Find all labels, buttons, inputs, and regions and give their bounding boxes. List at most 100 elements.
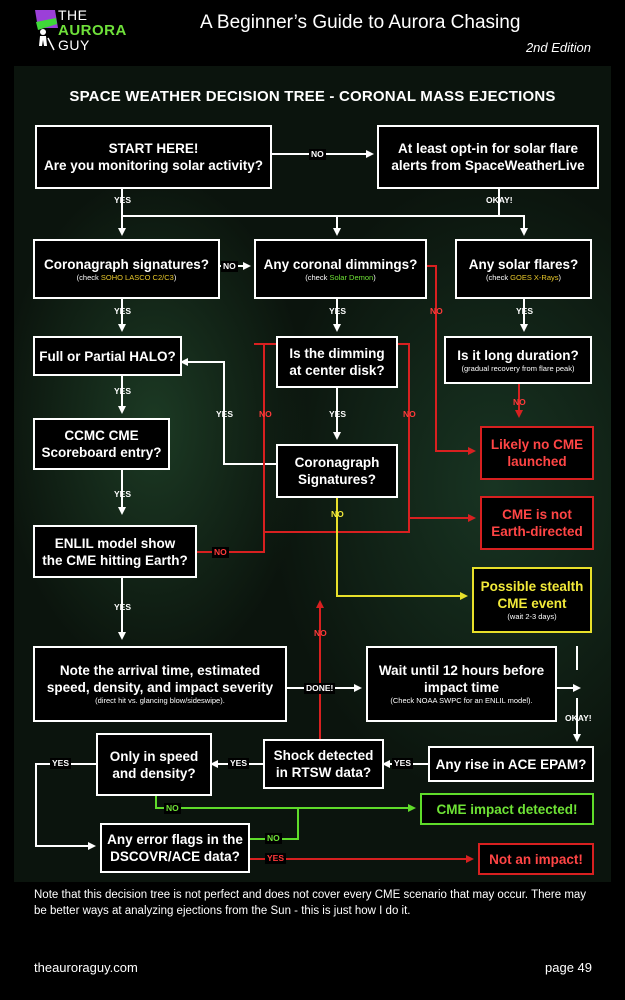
node-possible-stealth-cme: Possible stealth CME event (wait 2-3 day… [472, 567, 592, 633]
node-enlil-line1: ENLIL model show [54, 535, 176, 551]
node-coronagraph-signatures: Coronagraph signatures? (check SOHO LASC… [33, 239, 220, 299]
edge-label-ccmc-yes: YES [114, 489, 132, 499]
node-dimmings-sub: (check Solar Demon) [305, 273, 375, 283]
node-shock-line2: in RTSW data? [275, 765, 372, 780]
edge-label-wait-okay: OKAY! [565, 713, 592, 723]
solar-demon-link: Solar Demon [329, 272, 374, 282]
node-ccmc-line1: CCMC CME [64, 428, 139, 443]
node-coro2-line2: Signatures? [297, 472, 376, 487]
edge-label-flags-no: NO [265, 833, 282, 844]
node-coronagraph-signatures-2: Coronagraph Signatures? [276, 444, 398, 498]
edge-label-coronagraph-no: NO [221, 261, 238, 272]
logo-aurora: AURORA [58, 22, 127, 39]
node-not-earth-directed: CME is not Earth-directed [480, 496, 594, 550]
node-only-speed-density: Only in speed and density? [96, 733, 212, 796]
node-notimpact-text: Not an impact! [489, 851, 583, 867]
edge-label-coro2-yes: YES [216, 409, 234, 419]
logo-the: THE [58, 7, 88, 23]
edge-label-enlil-yes: YES [114, 602, 132, 612]
node-likely-no-cme: Likely no CME launched [480, 426, 594, 480]
node-flags-line2: DSCOVR/ACE data? [110, 849, 240, 864]
node-wait-12-hours: Wait until 12 hours before impact time (… [366, 646, 557, 722]
node-halo-text: Full or Partial HALO? [39, 348, 176, 364]
node-start-line1: START HERE! [108, 141, 199, 156]
edge-label-center-yes: YES [329, 409, 347, 419]
edge-label-start-no: NO [309, 149, 326, 160]
sub-prefix: (check [76, 272, 101, 282]
edge-label-flags-yes: YES [265, 853, 287, 864]
edge-label-enlil-no: NO [212, 547, 229, 558]
node-center-line1: Is the dimming [289, 346, 385, 361]
node-coro2-line1: Coronagraph [294, 455, 380, 470]
node-long-sub: (gradual recovery from flare peak) [461, 363, 575, 373]
node-nocme-line2: launched [507, 454, 567, 469]
node-error-flags: Any error flags in the DSCOVR/ACE data? [100, 823, 250, 873]
sub-suffix: ) [173, 272, 177, 282]
node-not-an-impact: Not an impact! [478, 843, 594, 875]
node-coronagraph-sub: (check SOHO LASCO C2/C3) [77, 273, 177, 283]
diagram-title: SPACE WEATHER DECISION TREE - CORONAL MA… [69, 88, 556, 105]
node-shock-line1: Shock detected [273, 748, 374, 763]
disclaimer-note: Note that this decision tree is not perf… [34, 889, 587, 917]
footer-page-number: page 49 [545, 960, 592, 975]
sub-prefix: (check [305, 272, 330, 282]
footer-website: theauroraguy.com [34, 960, 138, 975]
edge-label-coro2-no: NO [331, 509, 344, 519]
edge-label-shock-no: NO [314, 628, 327, 638]
node-coronagraph-text: Coronagraph signatures? [43, 256, 210, 272]
edge-label-center-no: NO [403, 409, 416, 419]
edge-label-start-yes: YES [114, 195, 132, 205]
sub-prefix: (check [485, 272, 511, 282]
node-notearth-line1: CME is not [502, 507, 572, 522]
logo-guy: GUY [58, 37, 90, 53]
node-note-sub: (direct hit vs. glancing blow/sideswipe)… [95, 696, 225, 705]
edge-label-optin-okay: OKAY! [486, 195, 513, 205]
node-enlil-model: ENLIL model show the CME hitting Earth? [33, 525, 197, 578]
goes-xrays-link: GOES X-Rays [510, 272, 559, 282]
node-long-duration: Is it long duration? (gradual recovery f… [444, 336, 592, 384]
node-enlil-line2: the CME hitting Earth? [42, 552, 188, 568]
node-wait-sub: (Check NOAA SWPC for an ENLIL model). [390, 696, 533, 705]
node-flags-line1: Any error flags in the [107, 832, 243, 847]
decision-tree-panel: SPACE WEATHER DECISION TREE - CORONAL MA… [14, 66, 611, 882]
node-speed-line2: and density? [112, 765, 196, 781]
node-speed-line1: Only in speed [109, 748, 199, 764]
edge-label-flares-yes: YES [516, 306, 534, 316]
soho-lasco-link: SOHO LASCO C2/C3 [100, 272, 174, 282]
node-stealth-line2: CME event [497, 596, 567, 611]
node-shock-detected: Shock detected in RTSW data? [263, 739, 384, 789]
node-wait-line1: Wait until 12 hours before [378, 663, 545, 678]
connector-lines [35, 150, 581, 863]
node-coronal-dimmings: Any coronal dimmings? (check Solar Demon… [254, 239, 427, 299]
sub-suffix: ) [558, 272, 562, 282]
node-opt-in-alerts: At least opt-in for solar flare alerts f… [377, 125, 599, 189]
node-stealth-line1: Possible stealth [480, 579, 584, 594]
edge-label-epam-yes: YES [392, 758, 414, 769]
node-flares-text: Any solar flares? [468, 256, 579, 272]
node-ccmc-line2: Scoreboard entry? [41, 445, 162, 460]
node-ccmc-scoreboard: CCMC CME Scoreboard entry? [33, 418, 170, 470]
edge-label-dimmings-yes: YES [329, 306, 347, 316]
node-center-line2: at center disk? [289, 363, 385, 378]
node-cme-impact-detected: CME impact detected! [420, 793, 594, 825]
node-flares-sub: (check GOES X-Rays) [486, 273, 561, 283]
node-wait-line2: impact time [423, 680, 500, 695]
node-ace-epam-rise: Any rise in ACE EPAM? [428, 746, 594, 782]
node-note-line1: Note the arrival time, estimated [59, 663, 261, 678]
node-solar-flares: Any solar flares? (check GOES X-Rays) [455, 239, 592, 299]
edge-label-shock-yes: YES [228, 758, 250, 769]
node-start-here: START HERE! Are you monitoring solar act… [35, 125, 272, 189]
edge-label-speed-yes: YES [50, 758, 72, 769]
sub-suffix: ) [373, 272, 376, 282]
edge-label-dimmings-no: NO [430, 306, 443, 316]
node-note-line2: speed, density, and impact severity [46, 680, 274, 695]
node-stealth-sub: (wait 2-3 days) [507, 612, 557, 621]
book-title: A Beginner’s Guide to Aurora Chasing [200, 12, 521, 33]
edge-label-note-done: DONE! [304, 683, 336, 694]
node-optin-line2: alerts from SpaceWeatherLive [391, 158, 585, 173]
node-notearth-line2: Earth-directed [491, 524, 583, 539]
node-long-text: Is it long duration? [457, 347, 579, 363]
node-nocme-line1: Likely no CME [490, 437, 584, 452]
node-dimmings-text: Any coronal dimmings? [263, 256, 418, 272]
page-header: THE AURORA GUY A Beginner’s Guide to Aur… [0, 0, 625, 66]
